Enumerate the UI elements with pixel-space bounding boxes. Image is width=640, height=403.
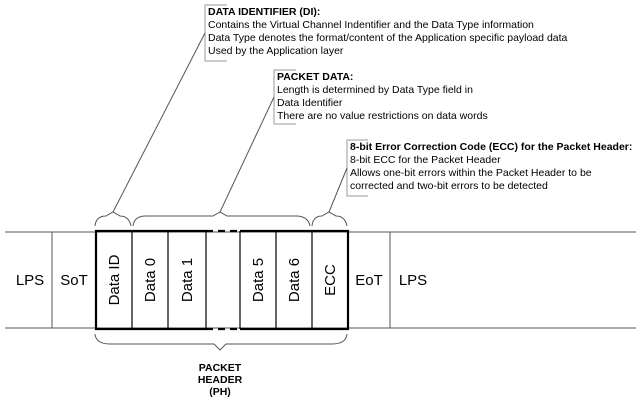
- packet-header-brace: [94, 333, 348, 351]
- ecc-annotation: 8-bit Error Correction Code (ECC) for th…: [350, 141, 632, 193]
- data-identifier-annotation: DATA IDENTIFIER (DI): Contains the Virtu…: [208, 6, 567, 58]
- ecc-callout-line: [328, 167, 348, 213]
- ecc-label: ECC: [322, 264, 339, 296]
- data-id-label: Data ID: [106, 254, 123, 305]
- pd-line: There are no value restrictions on data …: [277, 110, 488, 122]
- data1-label: Data 1: [179, 258, 196, 302]
- ecc-line: Allows one-bit errors within the Packet …: [350, 167, 592, 179]
- ecc-brace: [311, 211, 348, 227]
- ecc-line: 8-bit ECC for the Packet Header: [350, 154, 501, 166]
- pd-title: PACKET DATA:: [277, 71, 354, 83]
- sot-label: SoT: [60, 272, 88, 289]
- di-line: Contains the Virtual Channel Indentifier…: [208, 19, 534, 31]
- pd-line: Data Identifier: [277, 97, 343, 109]
- ph-outline-right: [240, 229, 350, 331]
- lps-left-label: LPS: [16, 272, 44, 289]
- di-brace: [94, 211, 132, 227]
- data6-label: Data 6: [286, 258, 303, 302]
- pd-callout-line: [219, 96, 275, 213]
- di-line: Data Type denotes the format/content of …: [208, 32, 568, 44]
- eot-label: EoT: [355, 272, 383, 289]
- di-callout-line: [112, 32, 206, 213]
- packet-data-annotation: PACKET DATA: Length is determined by Dat…: [277, 71, 488, 123]
- di-title: DATA IDENTIFIER (DI):: [208, 6, 321, 18]
- ph-line: HEADER: [197, 374, 243, 386]
- ph-line: PACKET: [198, 362, 242, 374]
- data0-label: Data 0: [142, 258, 159, 302]
- data5-label: Data 5: [250, 258, 267, 302]
- pd-brace: [132, 211, 311, 227]
- packet-header-label: PACKET HEADER (PH): [180, 362, 260, 398]
- ecc-title: 8-bit Error Correction Code (ECC) for th…: [350, 141, 633, 153]
- lps-right-label: LPS: [399, 272, 427, 289]
- di-line: Used by the Application layer: [208, 45, 344, 57]
- pd-line: Length is determined by Data Type field …: [277, 84, 473, 96]
- ph-outline-left: [94, 229, 206, 331]
- ecc-line: corrected and two-bit errors to be detec…: [350, 180, 548, 192]
- ph-line: (PH): [209, 386, 231, 398]
